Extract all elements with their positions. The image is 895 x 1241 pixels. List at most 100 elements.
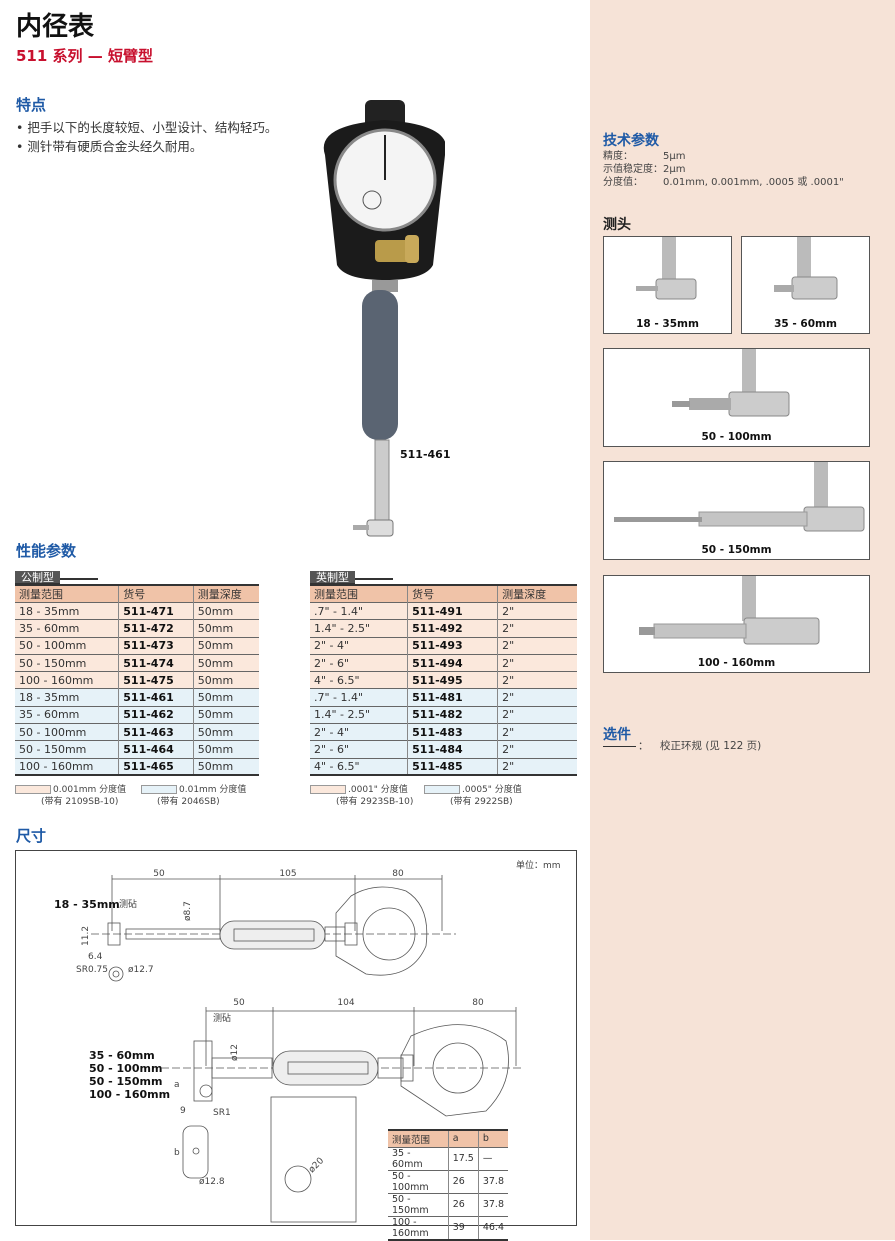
dimension-drawing: 单位：mm 18 - 35mm 50 105 80 测砧 ø8.7 11.2 6…	[15, 850, 577, 1241]
table-cell: 35 - 60mm	[15, 619, 119, 638]
table-cell: 37.8	[477, 1169, 508, 1193]
table-cell: 50mm	[192, 723, 259, 741]
table-cell: 2"	[497, 671, 577, 689]
table-cell: 18 - 35mm	[15, 601, 119, 620]
table-cell: 50 - 150mm	[15, 740, 119, 759]
table-cell: 511-463	[118, 723, 194, 741]
column-header: 测量范围	[310, 584, 408, 603]
table-cell: 2"	[497, 688, 577, 707]
probe-image: 50 - 100mm	[603, 348, 870, 447]
table-cell: 1.4" - 2.5"	[310, 619, 408, 638]
column-header: 测量深度	[497, 584, 577, 603]
table-cell: 2"	[497, 636, 577, 655]
table-cell: 50mm	[192, 636, 259, 655]
specs-heading: 性能参数	[16, 542, 77, 560]
column-header: 测量范围	[15, 584, 119, 603]
svg-text:9: 9	[180, 1106, 186, 1116]
svg-text:a: a	[174, 1080, 180, 1090]
table-cell: 4" - 6.5"	[310, 757, 408, 777]
column-header: b	[477, 1129, 508, 1147]
table-cell: 511-464	[118, 740, 194, 759]
svg-text:测砧: 测砧	[119, 898, 137, 910]
table-cell: 50mm	[192, 688, 259, 707]
table-cell: 511-461	[118, 688, 194, 707]
table-cell: 37.8	[477, 1192, 508, 1216]
table-cell: 46.4	[477, 1215, 508, 1241]
column-header: 测量深度	[192, 584, 259, 603]
table-cell: 2"	[497, 757, 577, 777]
table-cell: 35 - 60mm	[388, 1146, 449, 1170]
svg-text:ø20: ø20	[307, 1156, 326, 1175]
svg-text:50 - 150mm: 50 - 150mm	[89, 1075, 162, 1088]
table-cell: 50mm	[192, 757, 259, 777]
svg-text:50 - 100mm: 50 - 100mm	[89, 1062, 162, 1075]
table-cell: 511-482	[407, 705, 498, 724]
page-title: 内径表	[16, 12, 95, 42]
table-cell: —	[477, 1146, 508, 1170]
table-cell: 100 - 160mm	[15, 757, 119, 777]
svg-text:35 - 60mm: 35 - 60mm	[89, 1049, 155, 1062]
table-cell: 2"	[497, 705, 577, 724]
features-heading: 特点	[16, 96, 47, 114]
legend-imperial-1: .0001" 分度值(带有 2923SB-10)	[310, 784, 413, 808]
table-cell: 511-471	[118, 601, 194, 620]
table-cell: 26	[447, 1192, 479, 1216]
table-cell: 50mm	[192, 740, 259, 759]
tech-heading: 技术参数	[603, 133, 659, 149]
table-cell: 50 - 100mm	[15, 636, 119, 655]
svg-text:ø8.7: ø8.7	[183, 901, 193, 921]
column-header: 测量范围	[388, 1129, 449, 1147]
svg-text:SR1: SR1	[213, 1108, 231, 1118]
svg-text:18 - 35mm: 18 - 35mm	[54, 898, 120, 911]
table-cell: 50 - 100mm	[15, 723, 119, 741]
table-cell: 511-472	[118, 619, 194, 638]
table-cell: 511-474	[118, 653, 194, 672]
option-item: 校正环规 (见 122 页)	[660, 740, 762, 752]
table-cell: 2" - 4"	[310, 723, 408, 741]
features-list: 把手以下的长度较短、小型设计、结构轻巧。 测针带有硬质合金头经久耐用。	[16, 118, 286, 156]
probe-image: 35 - 60mm	[741, 236, 870, 334]
table-cell: 50mm	[192, 653, 259, 672]
table-cell: 511-484	[407, 740, 498, 759]
table-cell: 39	[447, 1215, 479, 1241]
table-cell: 511-494	[407, 653, 498, 672]
probe-image: 50 - 150mm	[603, 461, 870, 560]
table-cell: 2"	[497, 740, 577, 759]
table-cell: 2"	[497, 723, 577, 741]
table-cell: 2"	[497, 601, 577, 620]
table-cell: 26	[447, 1169, 479, 1193]
svg-text:SR0.75: SR0.75	[76, 965, 108, 975]
table-cell: .7" - 1.4"	[310, 601, 408, 620]
table-cell: 50mm	[192, 671, 259, 689]
table-cell: 50 - 100mm	[388, 1169, 449, 1193]
column-header: 货号	[407, 584, 498, 603]
svg-text:104: 104	[337, 998, 354, 1008]
column-header: a	[447, 1129, 479, 1147]
svg-text:6.4: 6.4	[88, 952, 103, 962]
imperial-tag: 英制型	[310, 571, 355, 585]
svg-text:ø12.7: ø12.7	[128, 965, 154, 975]
table-cell: 511-475	[118, 671, 194, 689]
table-cell: 50mm	[192, 705, 259, 724]
table-cell: 511-495	[407, 671, 498, 689]
probe-image: 100 - 160mm	[603, 575, 870, 673]
metric-tag: 公制型	[15, 571, 60, 585]
table-cell: 50mm	[192, 601, 259, 620]
svg-text:100 - 160mm: 100 - 160mm	[89, 1088, 170, 1101]
bore-gauge-photo	[323, 100, 445, 537]
